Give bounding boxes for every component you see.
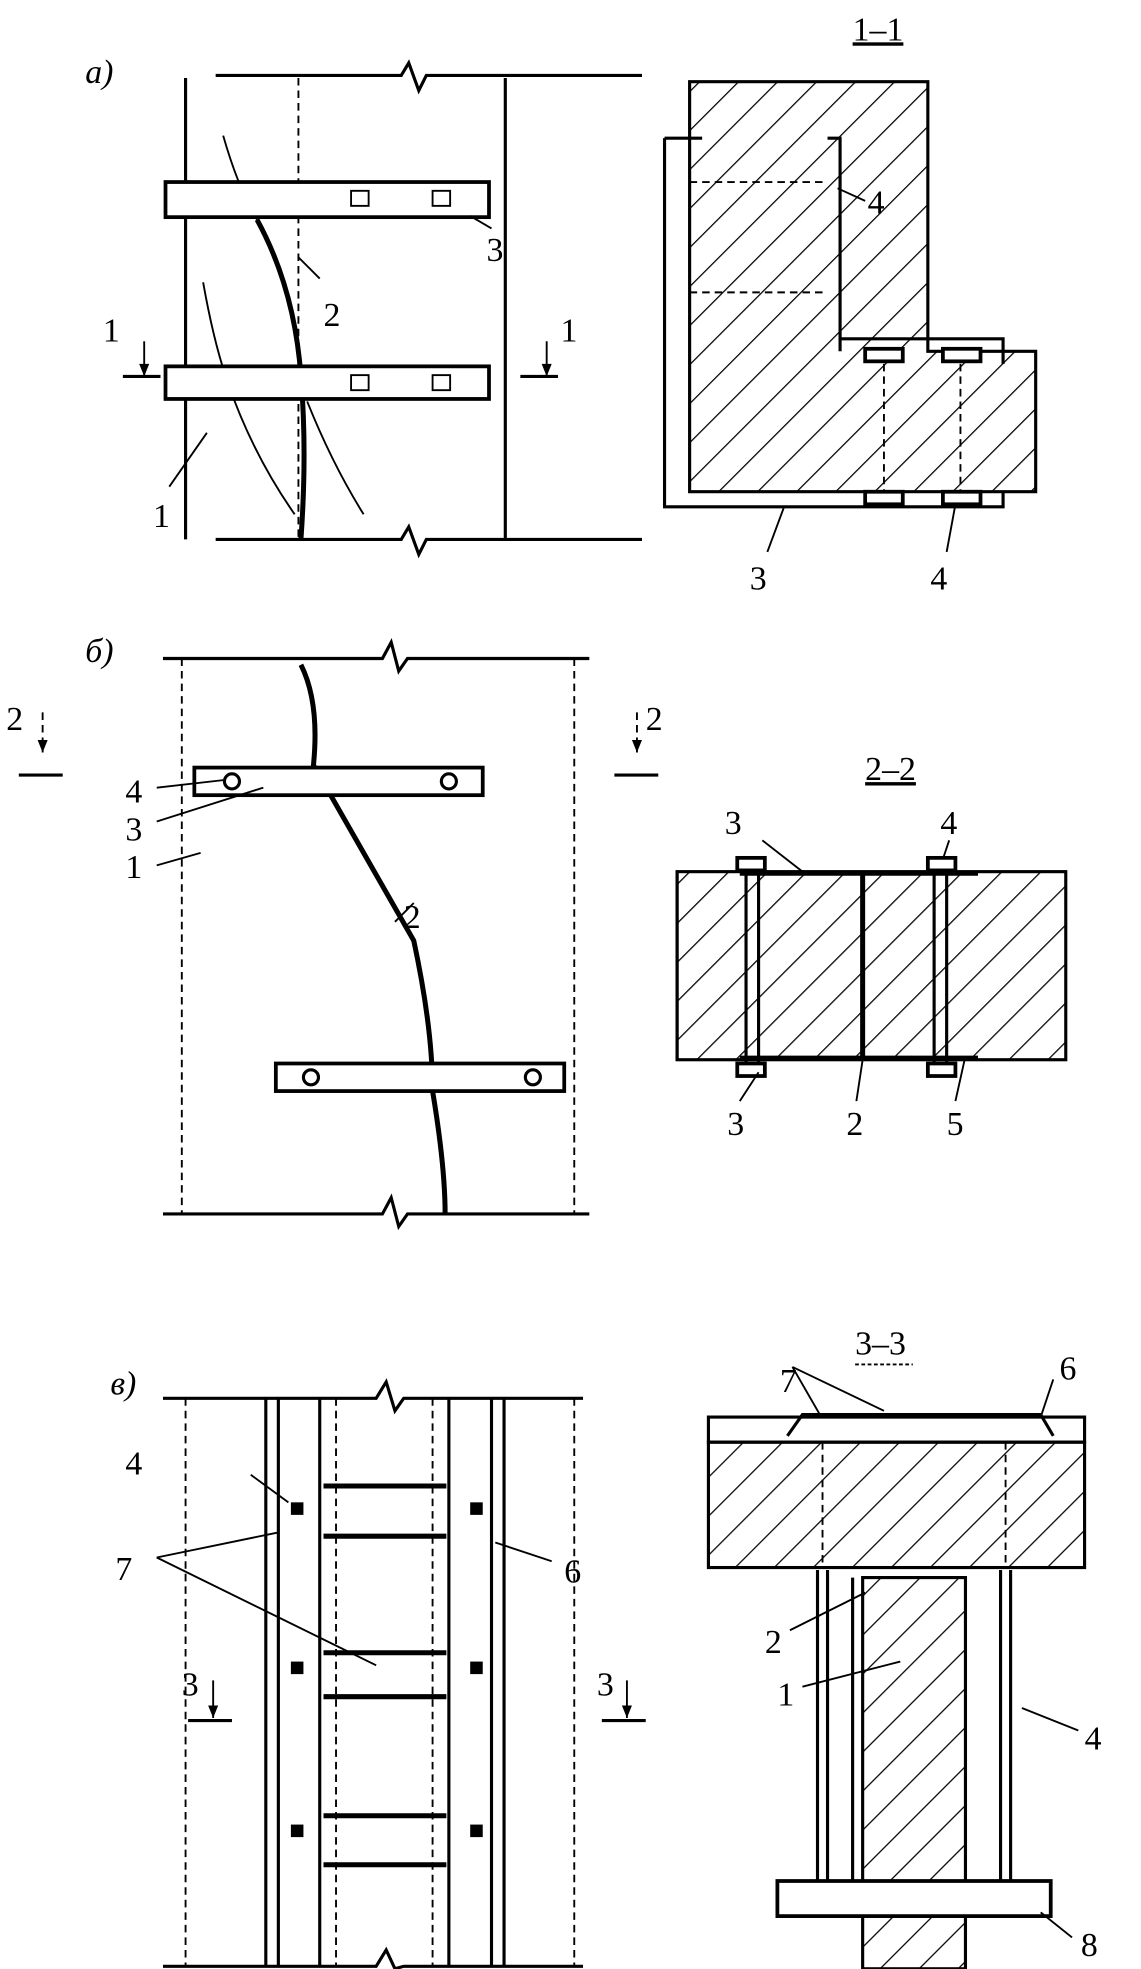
section-1-1-title: 1–1 bbox=[853, 11, 904, 48]
section-callout-7: 7 bbox=[780, 1363, 797, 1400]
view-a-elevation: а) 3 2 1 1 1 bbox=[85, 54, 642, 559]
section-3-3: 3–3 7 6 2 1 4 8 bbox=[706, 1325, 1102, 1969]
section-callout-8: 8 bbox=[1081, 1927, 1098, 1964]
view-b-elevation: б) 4 3 1 2 2 2 bbox=[6, 633, 663, 1231]
view-b-label: б) bbox=[85, 633, 113, 670]
callout-4: 4 bbox=[125, 774, 142, 811]
section-callout-2: 2 bbox=[765, 1624, 782, 1661]
view-c-label: в) bbox=[110, 1366, 136, 1403]
tie-plate-lower bbox=[273, 1061, 567, 1093]
section-callout-1: 1 bbox=[777, 1676, 794, 1713]
svg-text:3: 3 bbox=[182, 1666, 199, 1703]
callout-4: 4 bbox=[125, 1446, 142, 1483]
view-a-label: а) bbox=[85, 54, 113, 91]
tie-plate-bottom bbox=[163, 364, 491, 401]
section-callout-3-top: 3 bbox=[725, 805, 742, 842]
svg-text:3: 3 bbox=[597, 1666, 614, 1703]
section-callout-3-bottom: 3 bbox=[727, 1106, 744, 1143]
section-cut-2-left: 2 bbox=[6, 701, 63, 777]
section-cut-2-right: 2 bbox=[614, 701, 663, 777]
section-2-2: 2–2 3 4 3 2 5 bbox=[675, 751, 1068, 1143]
section-2-2-title: 2–2 bbox=[865, 751, 916, 788]
section-1-1: 1–1 4 3 4 bbox=[662, 11, 1038, 598]
section-callout-2: 2 bbox=[846, 1106, 863, 1143]
svg-text:2: 2 bbox=[646, 701, 663, 738]
section-cut-1-left: 1 bbox=[103, 312, 161, 378]
section-callout-4-top: 4 bbox=[868, 184, 885, 221]
callout-3: 3 bbox=[486, 232, 503, 269]
tie-plate-top bbox=[163, 180, 491, 220]
section-3-3-title: 3–3 bbox=[855, 1325, 906, 1362]
section-cut-3-right: 3 bbox=[597, 1666, 646, 1723]
callout-6: 6 bbox=[564, 1554, 581, 1591]
callout-3: 3 bbox=[125, 811, 142, 848]
callout-2: 2 bbox=[404, 899, 421, 936]
section-cut-3-left: 3 bbox=[182, 1666, 232, 1723]
section-callout-6: 6 bbox=[1060, 1350, 1077, 1387]
view-c-elevation: в) 4 7 6 3 3 bbox=[110, 1366, 646, 1969]
svg-text:2: 2 bbox=[6, 701, 23, 738]
callout-1: 1 bbox=[153, 498, 170, 535]
section-callout-4: 4 bbox=[1085, 1720, 1102, 1757]
section-callout-4: 4 bbox=[940, 805, 957, 842]
svg-text:1: 1 bbox=[103, 312, 120, 349]
section-callout-5: 5 bbox=[947, 1106, 964, 1143]
section-callout-3: 3 bbox=[750, 561, 767, 598]
section-callout-4-bottom: 4 bbox=[930, 561, 947, 598]
svg-text:1: 1 bbox=[560, 312, 577, 349]
section-cut-1-right: 1 bbox=[520, 312, 577, 378]
callout-7: 7 bbox=[115, 1551, 132, 1588]
callout-2: 2 bbox=[323, 297, 340, 334]
tie-plate-upper bbox=[192, 765, 485, 798]
callout-1: 1 bbox=[125, 849, 142, 886]
